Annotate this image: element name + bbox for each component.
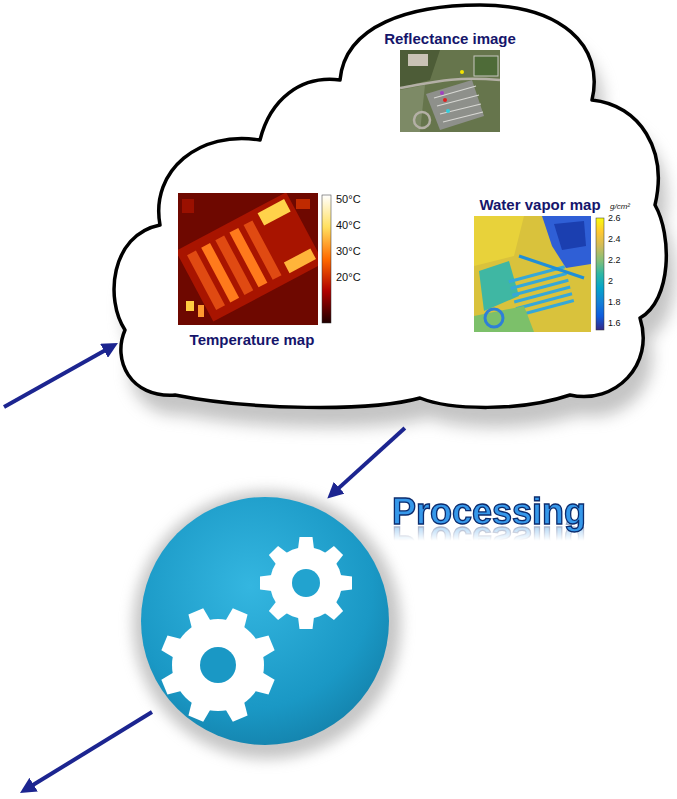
circle-halo [133,491,401,759]
temperature-image [178,193,338,325]
gear-tooth [324,545,344,565]
ground [400,50,500,132]
scale-label: 50°C [336,193,361,205]
image-title: Water vapor map [479,196,600,214]
roof-strip [244,220,282,279]
gear-tooth [161,673,182,697]
hot-spot [284,248,316,273]
unit-label: g/cm² [610,203,630,212]
image-panel: Temperature map [178,193,338,349]
scale-label: 1.6 [608,319,621,329]
parking-lines [434,86,483,122]
map-ground [474,216,591,332]
gear-body [172,619,264,711]
cloud-outline [114,5,666,407]
gear-icon [161,608,276,723]
scale-label: 1.8 [608,298,621,308]
low-area [542,216,591,268]
gear-tooth [226,608,250,629]
roundabout [414,112,430,128]
hot-spot [198,305,204,317]
thermal-map [178,193,318,325]
sports-field [474,56,498,76]
gear-tooth [255,634,276,658]
image-panel: Water vapor map [474,196,606,332]
vapor-map [474,216,591,332]
gear-tooth [161,634,182,658]
marker-dot [446,109,450,113]
cloud-shape: Reflectance image [0,0,677,420]
color-bar [596,218,604,330]
roundabout [485,309,503,327]
scale-label: 20°C [336,271,361,283]
color-bar [322,195,331,323]
scale-label: 2.6 [608,214,621,224]
hot-spot [186,301,194,311]
road [400,79,500,88]
low-area [554,221,586,250]
road [519,256,584,278]
warm-area [182,199,194,213]
processing-circle: Processing [140,496,390,746]
gear-icon [260,537,352,629]
aerial-photo [400,50,500,132]
gear-tooth [226,702,250,723]
image-title: Temperature map [190,331,327,349]
flow-arrow [333,428,405,493]
scale-label: 2.2 [608,256,621,266]
processing-disc [140,496,390,746]
marker-dot [443,98,447,102]
gear-hole [292,569,320,597]
water-vapor-image [474,216,606,332]
marker-dot [460,70,464,74]
disc [141,497,389,745]
gear-tooth [187,702,211,723]
scale-label: 2.4 [608,235,621,245]
image-title: Reflectance image [384,30,516,48]
high-area [474,216,524,266]
gear-tooth [268,601,288,621]
gear-hole [200,647,236,683]
input-arrow [4,347,111,407]
roof [178,193,318,322]
marker-dot [440,91,444,95]
output-arrow [27,712,152,789]
gear-tooth [268,545,288,565]
scale-label: 2 [608,277,613,287]
parking-lot [426,80,484,130]
gear-tooth [255,673,276,697]
scale-label: 40°C [336,219,361,231]
gear-tooth [298,617,314,629]
gear-tooth [324,601,344,621]
field [400,85,425,132]
hot-spot [258,199,291,225]
image-panel: Reflectance image [383,30,517,132]
mid-area [474,306,534,332]
scale-label: 30°C [336,245,361,257]
mid-area [479,261,519,311]
gear-tooth [260,575,272,591]
gear-tooth [187,608,211,629]
gear-tooth [298,537,314,549]
gear-tooth [340,575,352,591]
building-block [178,193,318,322]
processing-title: Processing [392,494,586,530]
building [408,54,428,66]
warm-area [296,199,310,209]
